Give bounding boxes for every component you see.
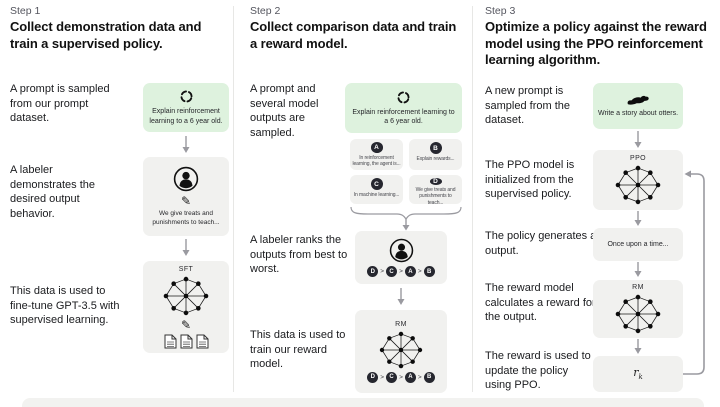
down-arrow-icon [182,136,190,153]
step-label: Step 3 [485,5,516,17]
output-text: In machine learning... [353,192,400,198]
ppo-model-box: PPO [593,150,683,210]
documents-icon [164,334,209,349]
rank-separator: > [417,373,422,381]
rank-letter: C [386,266,398,277]
rank-letter: D [367,266,379,277]
output-letter: B [429,142,442,154]
column-divider [233,6,234,392]
column-divider [472,6,473,392]
side-text: The reward is used to update the policy … [485,350,591,392]
model-label: PPO [630,155,646,162]
prompt-caption: Explain reinforcement learning to a 6 ye… [149,108,223,125]
rank-letter: A [404,266,416,277]
sft-model-box: SFT ✎ [143,261,229,353]
side-text: This data is used to train our reward mo… [250,329,346,371]
cycle-icon [179,90,193,103]
step-1-column: Step 1 Collect demonstration data and tr… [0,0,233,407]
reward-value: rk [633,366,643,382]
side-text: The PPO model is initialized from the su… [485,159,575,201]
model-label: RM [395,320,407,328]
down-arrow-icon [402,219,410,231]
labeler-box: D > C > A > B [355,231,447,284]
side-text: The policy generates an output. [485,230,603,257]
rank-letter: B [423,371,435,383]
output-letter: A [370,142,383,153]
output-box-c: C In machine learning... [350,175,403,204]
side-text: The reward model calculates a reward for… [485,282,596,324]
neural-network-icon [379,331,423,368]
person-icon [389,238,413,263]
model-label: RM [632,284,644,291]
rank-separator: > [417,268,422,275]
rank-separator: > [399,268,403,275]
output-letter: C [370,178,383,190]
output-text: In reinforcement learning, the agent is.… [352,154,401,167]
neural-network-icon [163,276,209,315]
otter-icon [627,96,649,105]
down-arrow-icon [634,211,642,226]
prompt-box: Explain reinforcement learning to a 6 ye… [345,83,462,133]
rank-letter: A [404,371,416,383]
output-text: Explain rewards... [416,156,455,162]
rank-separator: > [399,373,403,381]
output-caption: Once upon a time... [607,240,669,248]
side-text: A labeler demonstrates the desired outpu… [10,164,95,220]
feedback-loop-arrow [683,170,705,375]
model-label: SFT [178,265,194,273]
output-box-b: B Explain rewards... [409,139,462,170]
labeler-caption: We give treats and punishments to teach.… [152,209,220,226]
output-letter: D [429,178,442,185]
prompt-box: Explain reinforcement learning to a 6 ye… [143,83,229,132]
output-box-a: A In reinforcement learning, the agent i… [350,139,403,170]
prompt-box: Write a story about otters. [593,83,683,129]
next-section-edge [22,398,704,407]
rank-separator: > [380,373,385,381]
rm-model-box: RM D > C > A > B [355,310,447,393]
down-arrow-icon [634,131,642,148]
rank-letter: C [386,371,398,383]
ranking-row: D > C > A > B [367,371,435,383]
step-heading: Collect comparison data and train a rewa… [250,19,457,51]
down-arrow-icon [634,339,642,354]
down-arrow-icon [397,288,405,305]
ranking-row: D > C > A > B [367,266,435,277]
step-heading: Optimize a policy against the reward mod… [485,19,707,68]
curly-brace [350,206,462,220]
reward-value-box: rk [593,356,683,392]
neural-network-icon [615,294,661,334]
side-text: A labeler ranks the outputs from best to… [250,234,348,276]
prompt-caption: Write a story about otters. [598,110,679,118]
step-label: Step 2 [250,5,281,17]
rank-letter: B [423,266,435,277]
cycle-icon [397,91,410,104]
prompt-caption: Explain reinforcement learning to a 6 ye… [352,108,455,125]
rank-separator: > [380,268,385,275]
down-arrow-icon [182,239,190,256]
side-text: A prompt is sampled from our prompt data… [10,83,110,125]
step-2-column: Step 2 Collect comparison data and train… [233,0,472,407]
step-heading: Collect demonstration data and train a s… [10,19,202,51]
step-label: Step 1 [10,5,41,17]
labeler-box: ✎ We give treats and punishments to teac… [143,157,229,236]
pencil-icon: ✎ [180,193,192,208]
side-text: This data is used to fine-tune GPT-3.5 w… [10,285,120,327]
policy-output-box: Once upon a time... [593,228,683,261]
side-text: A prompt and several model outputs are s… [250,83,319,139]
rank-letter: D [367,371,379,383]
step-3-column: Step 3 Optimize a policy against the rew… [472,0,720,407]
neural-network-icon [615,165,661,205]
person-icon [173,166,199,191]
output-box-d: D We give treats and punishments to teac… [409,175,462,206]
output-text: We give treats and punishments to teach.… [415,187,456,206]
rm-model-box: RM [593,280,683,338]
down-arrow-icon [634,262,642,277]
pencil-icon: ✎ [180,317,192,332]
side-text: A new prompt is sampled from the dataset… [485,85,570,127]
